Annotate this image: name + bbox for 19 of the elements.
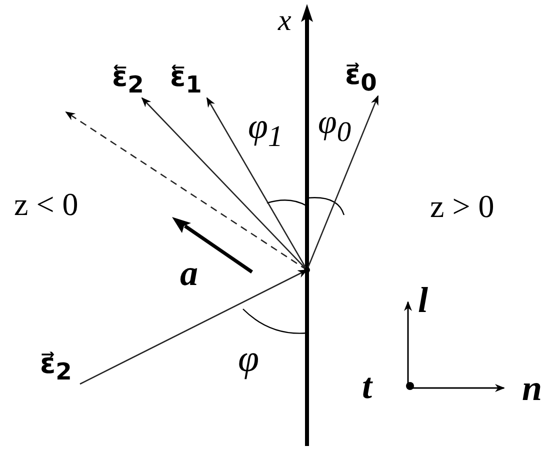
angle-label: φ$_{0}$ (318, 106, 351, 148)
axis-label: x (278, 6, 292, 36)
vector-label: ε⃖$_{2}$ (112, 58, 156, 96)
angle-label: φ$_{1}$ (248, 108, 283, 152)
arrow (306, 95, 379, 270)
vector-label: ε⃖$_{1}$ (170, 58, 214, 96)
vector-label: ε⃗$_{2}$ (40, 345, 84, 383)
angle-label: φ (238, 340, 260, 378)
dashed-arrow (65, 111, 308, 271)
arrow (80, 269, 308, 385)
axis-label: t (362, 368, 372, 404)
vector-label: a (180, 255, 198, 291)
region-label: z > 0 (430, 190, 494, 222)
vector-label: ε⃗$_{0}$ (345, 56, 389, 94)
arrow (141, 97, 308, 270)
arrow (206, 97, 308, 270)
region-label: z < 0 (14, 188, 78, 220)
axis-label: l (418, 282, 428, 318)
axis-label: n (522, 370, 542, 406)
